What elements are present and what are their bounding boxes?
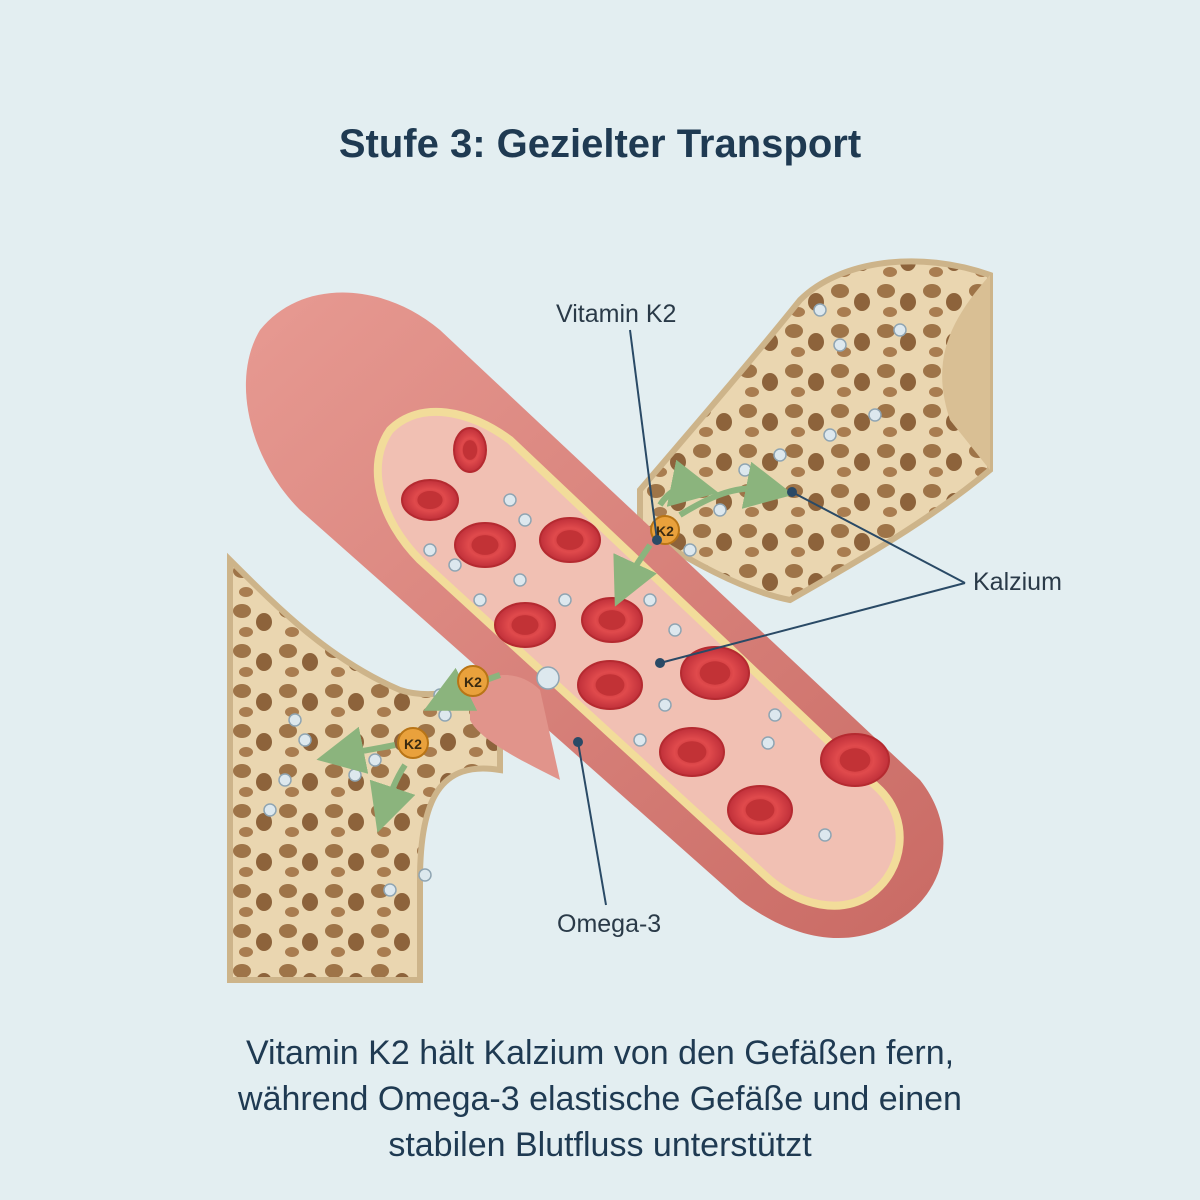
k2-marker: K2 — [457, 665, 489, 697]
red-blood-cell — [581, 597, 643, 643]
calcium-particle — [833, 338, 847, 352]
calcium-particle — [438, 708, 452, 722]
calcium-particle — [278, 773, 292, 787]
label-kalzium: Kalzium — [973, 568, 1062, 596]
calcium-particle — [658, 698, 672, 712]
calcium-particle — [738, 463, 752, 477]
calcium-particle — [448, 558, 462, 572]
calcium-particle — [298, 733, 312, 747]
calcium-particle — [473, 593, 487, 607]
red-blood-cell — [577, 660, 643, 710]
calcium-particle — [818, 828, 832, 842]
calcium-particle — [768, 708, 782, 722]
red-blood-cells — [401, 427, 890, 835]
calcium-particle — [683, 543, 697, 557]
transport-arrows — [316, 459, 794, 833]
calcium-particle — [893, 323, 907, 337]
calcium-particle — [348, 768, 362, 782]
calcium-particle — [713, 503, 727, 517]
red-blood-cell — [401, 479, 459, 521]
calcium-particle — [418, 868, 432, 882]
red-blood-cell — [453, 427, 487, 473]
calcium-particle — [761, 736, 775, 750]
calcium-particle — [668, 623, 682, 637]
calcium-particle — [368, 753, 382, 767]
calcium-particle — [433, 688, 447, 702]
calcium-particle — [423, 543, 437, 557]
calcium-particle — [503, 493, 517, 507]
caption-line: während Omega-3 elastische Gefäße und ei… — [238, 1080, 962, 1118]
calcium-particle — [288, 713, 302, 727]
red-blood-cell — [454, 522, 516, 568]
leader-lines — [573, 329, 966, 906]
svg-text:K2: K2 — [404, 736, 422, 752]
caption-line: stabilen Blutfluss unterstützt — [388, 1126, 812, 1164]
caption: Vitamin K2 hält Kalzium von den Gefäßen … — [100, 1030, 1100, 1168]
label-vitamin-k2: Vitamin K2 — [556, 300, 677, 328]
calcium-particle — [643, 593, 657, 607]
svg-text:K2: K2 — [656, 523, 674, 539]
red-blood-cell — [659, 727, 725, 777]
calcium-particle — [773, 448, 787, 462]
red-blood-cell — [820, 733, 890, 787]
calcium-particle — [383, 883, 397, 897]
label-omega3: Omega-3 — [557, 910, 662, 938]
calcium-particle — [813, 303, 827, 317]
red-blood-cell — [727, 785, 793, 835]
calcium-particle — [868, 408, 882, 422]
calcium-particle — [513, 573, 527, 587]
calcium-particle — [263, 803, 277, 817]
red-blood-cell — [680, 646, 750, 700]
calcium-particle — [633, 733, 647, 747]
calcium-particle — [558, 593, 572, 607]
calcium-particle — [518, 513, 532, 527]
calcium-particle — [823, 428, 837, 442]
svg-text:K2: K2 — [464, 674, 482, 690]
k2-marker: K2 — [397, 727, 429, 759]
red-blood-cell — [539, 517, 601, 563]
caption-line: Vitamin K2 hält Kalzium von den Gefäßen … — [245, 1034, 955, 1072]
calcium-particle — [536, 666, 560, 690]
red-blood-cell — [494, 602, 556, 648]
bone-upper-right — [637, 258, 993, 604]
page-title: Stufe 3: Gezielter Transport — [338, 122, 862, 166]
